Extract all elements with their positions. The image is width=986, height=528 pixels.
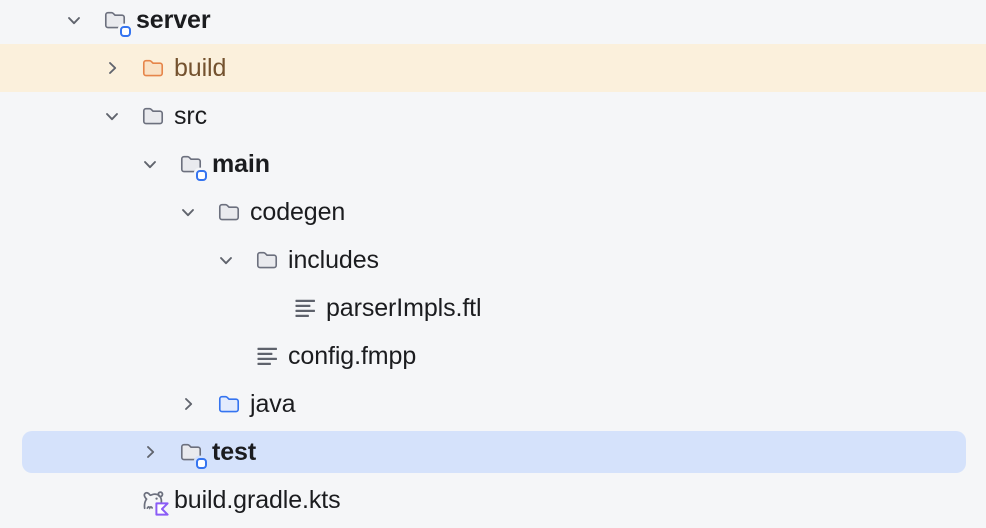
folder-icon [254,247,280,273]
text-file-icon [292,295,318,321]
module-folder-icon [178,151,207,181]
chevron-right-icon[interactable] [138,440,162,464]
module-badge [196,458,207,469]
chevron-down-icon[interactable] [100,104,124,128]
tree-row-build-gradle-kts[interactable]: build.gradle.kts [0,476,986,524]
tree-row-test[interactable]: test [0,428,986,476]
module-badge [120,26,131,37]
excluded-folder-icon [140,55,166,81]
tree-item-label: codegen [250,197,346,226]
tree-item-label: src [174,101,208,130]
chevron-down-icon[interactable] [138,152,162,176]
tree-row-server[interactable]: server [0,0,986,44]
tree-item-label: java [250,389,296,418]
source-root-folder-icon [216,391,242,417]
chevron-right-icon[interactable] [176,392,200,416]
tree-row-src[interactable]: src [0,92,986,140]
tree-item-label: includes [288,245,379,274]
module-folder-icon [102,7,131,37]
kotlin-badge-icon [155,502,169,516]
tree-item-label: server [136,5,211,34]
tree-row-includes[interactable]: includes [0,236,986,284]
gradle-kotlin-script-icon [140,487,169,516]
tree-item-label: config.fmpp [288,341,417,370]
chevron-down-icon[interactable] [214,248,238,272]
selection-highlight [22,431,966,473]
chevron-down-icon[interactable] [176,200,200,224]
module-folder-icon [178,439,207,469]
tree-item-label: build [174,53,227,82]
chevron-spacer [100,488,124,512]
tree-row-java[interactable]: java [0,380,986,428]
tree-item-label: build.gradle.kts [174,485,341,514]
tree-item-label: test [212,437,257,466]
folder-icon [140,103,166,129]
tree-row-build[interactable]: build [0,44,986,92]
tree-row-config-fmpp[interactable]: config.fmpp [0,332,986,380]
tree-row-parserimpls-ftl[interactable]: parserImpls.ftl [0,284,986,332]
chevron-right-icon[interactable] [100,56,124,80]
chevron-spacer [214,344,238,368]
chevron-down-icon[interactable] [62,8,86,32]
folder-icon [216,199,242,225]
tree-item-label: parserImpls.ftl [326,293,482,322]
text-file-icon [254,343,280,369]
tree-item-label: main [212,149,270,178]
tree-row-codegen[interactable]: codegen [0,188,986,236]
chevron-spacer [252,296,276,320]
tree-row-main[interactable]: main [0,140,986,188]
module-badge [196,170,207,181]
